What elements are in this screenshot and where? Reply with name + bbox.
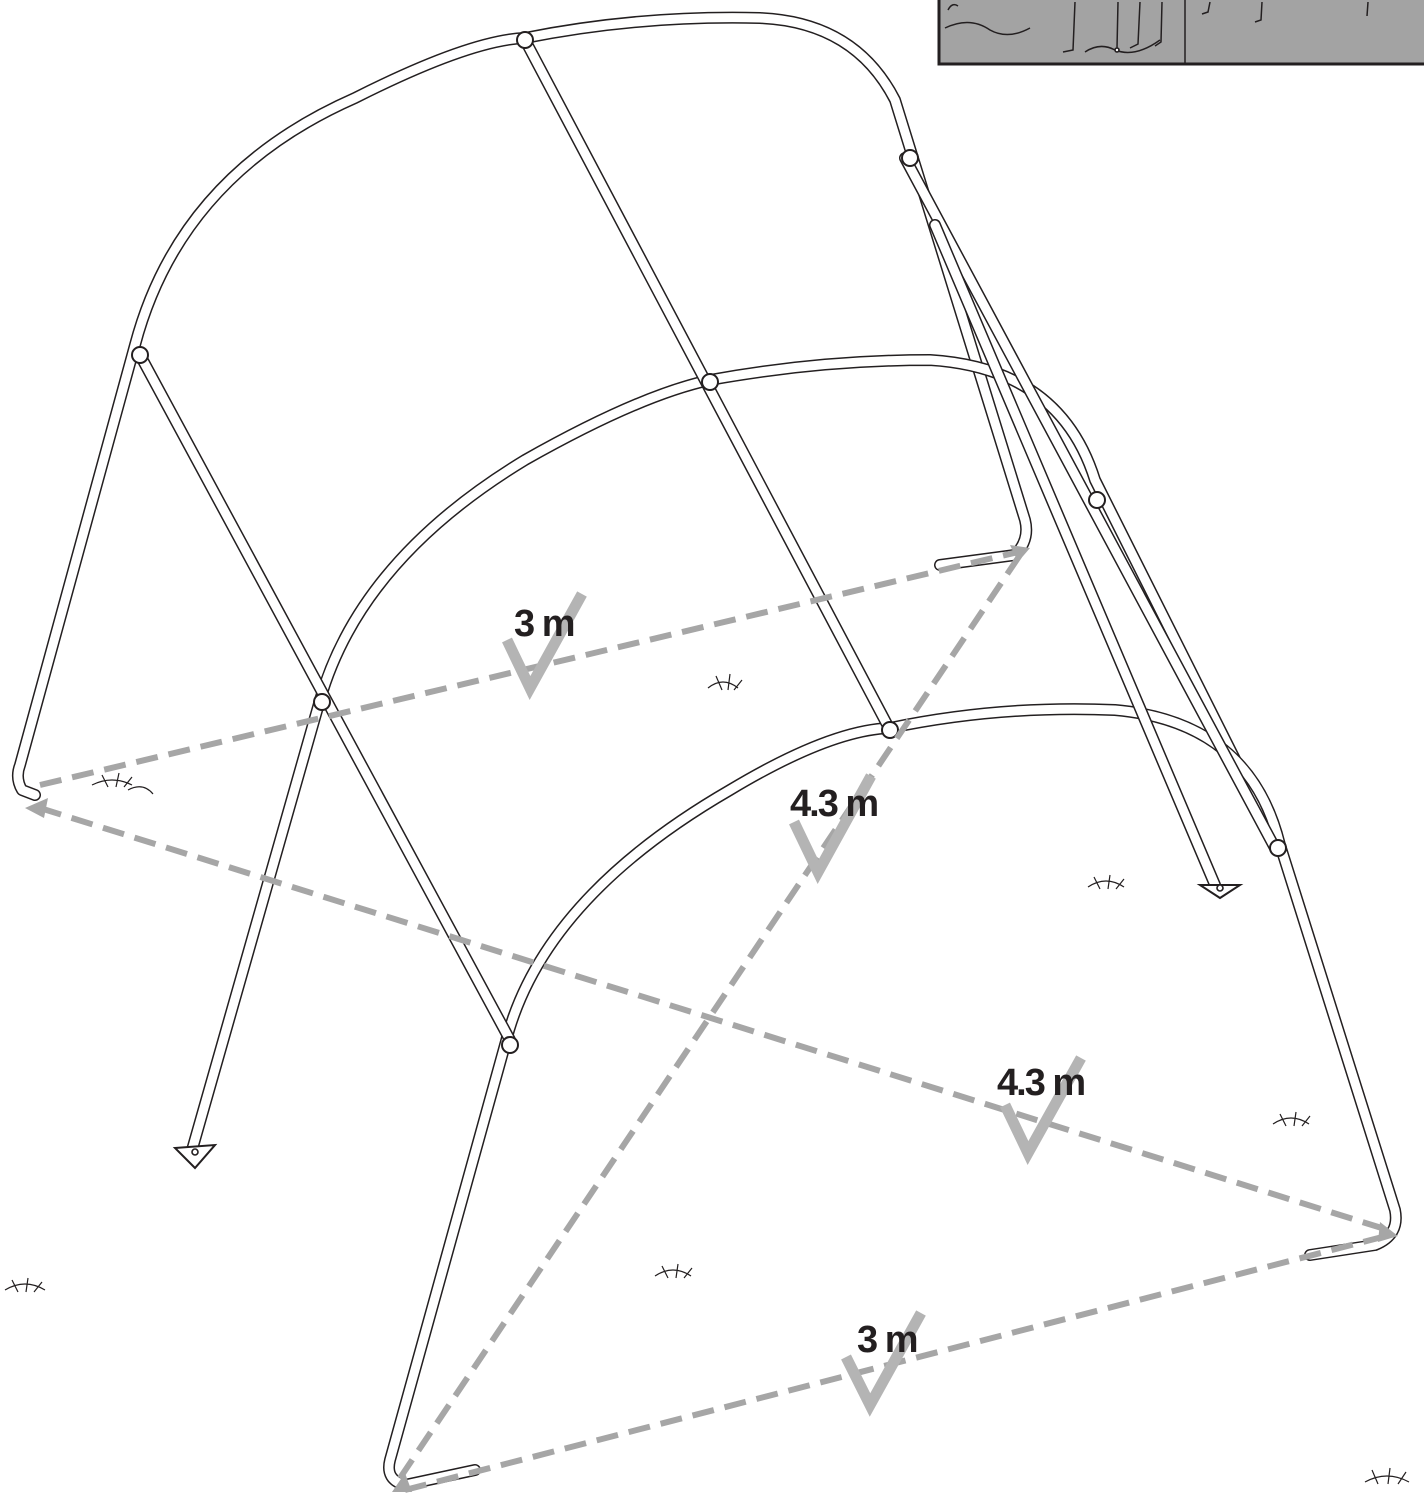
measurement-width-back: 3 m xyxy=(514,603,574,645)
measurement-diagonal: 4.3 m xyxy=(790,783,877,825)
measurement-length: 4.3 m xyxy=(997,1062,1084,1104)
base-plate-icon xyxy=(172,884,1244,1170)
tube-joints xyxy=(131,31,1287,1054)
measurement-width-front: 3 m xyxy=(857,1319,917,1361)
grass-tuft-icon xyxy=(4,673,1410,1485)
reference-inset xyxy=(937,0,1424,66)
check-mark-icon xyxy=(502,591,1086,1417)
